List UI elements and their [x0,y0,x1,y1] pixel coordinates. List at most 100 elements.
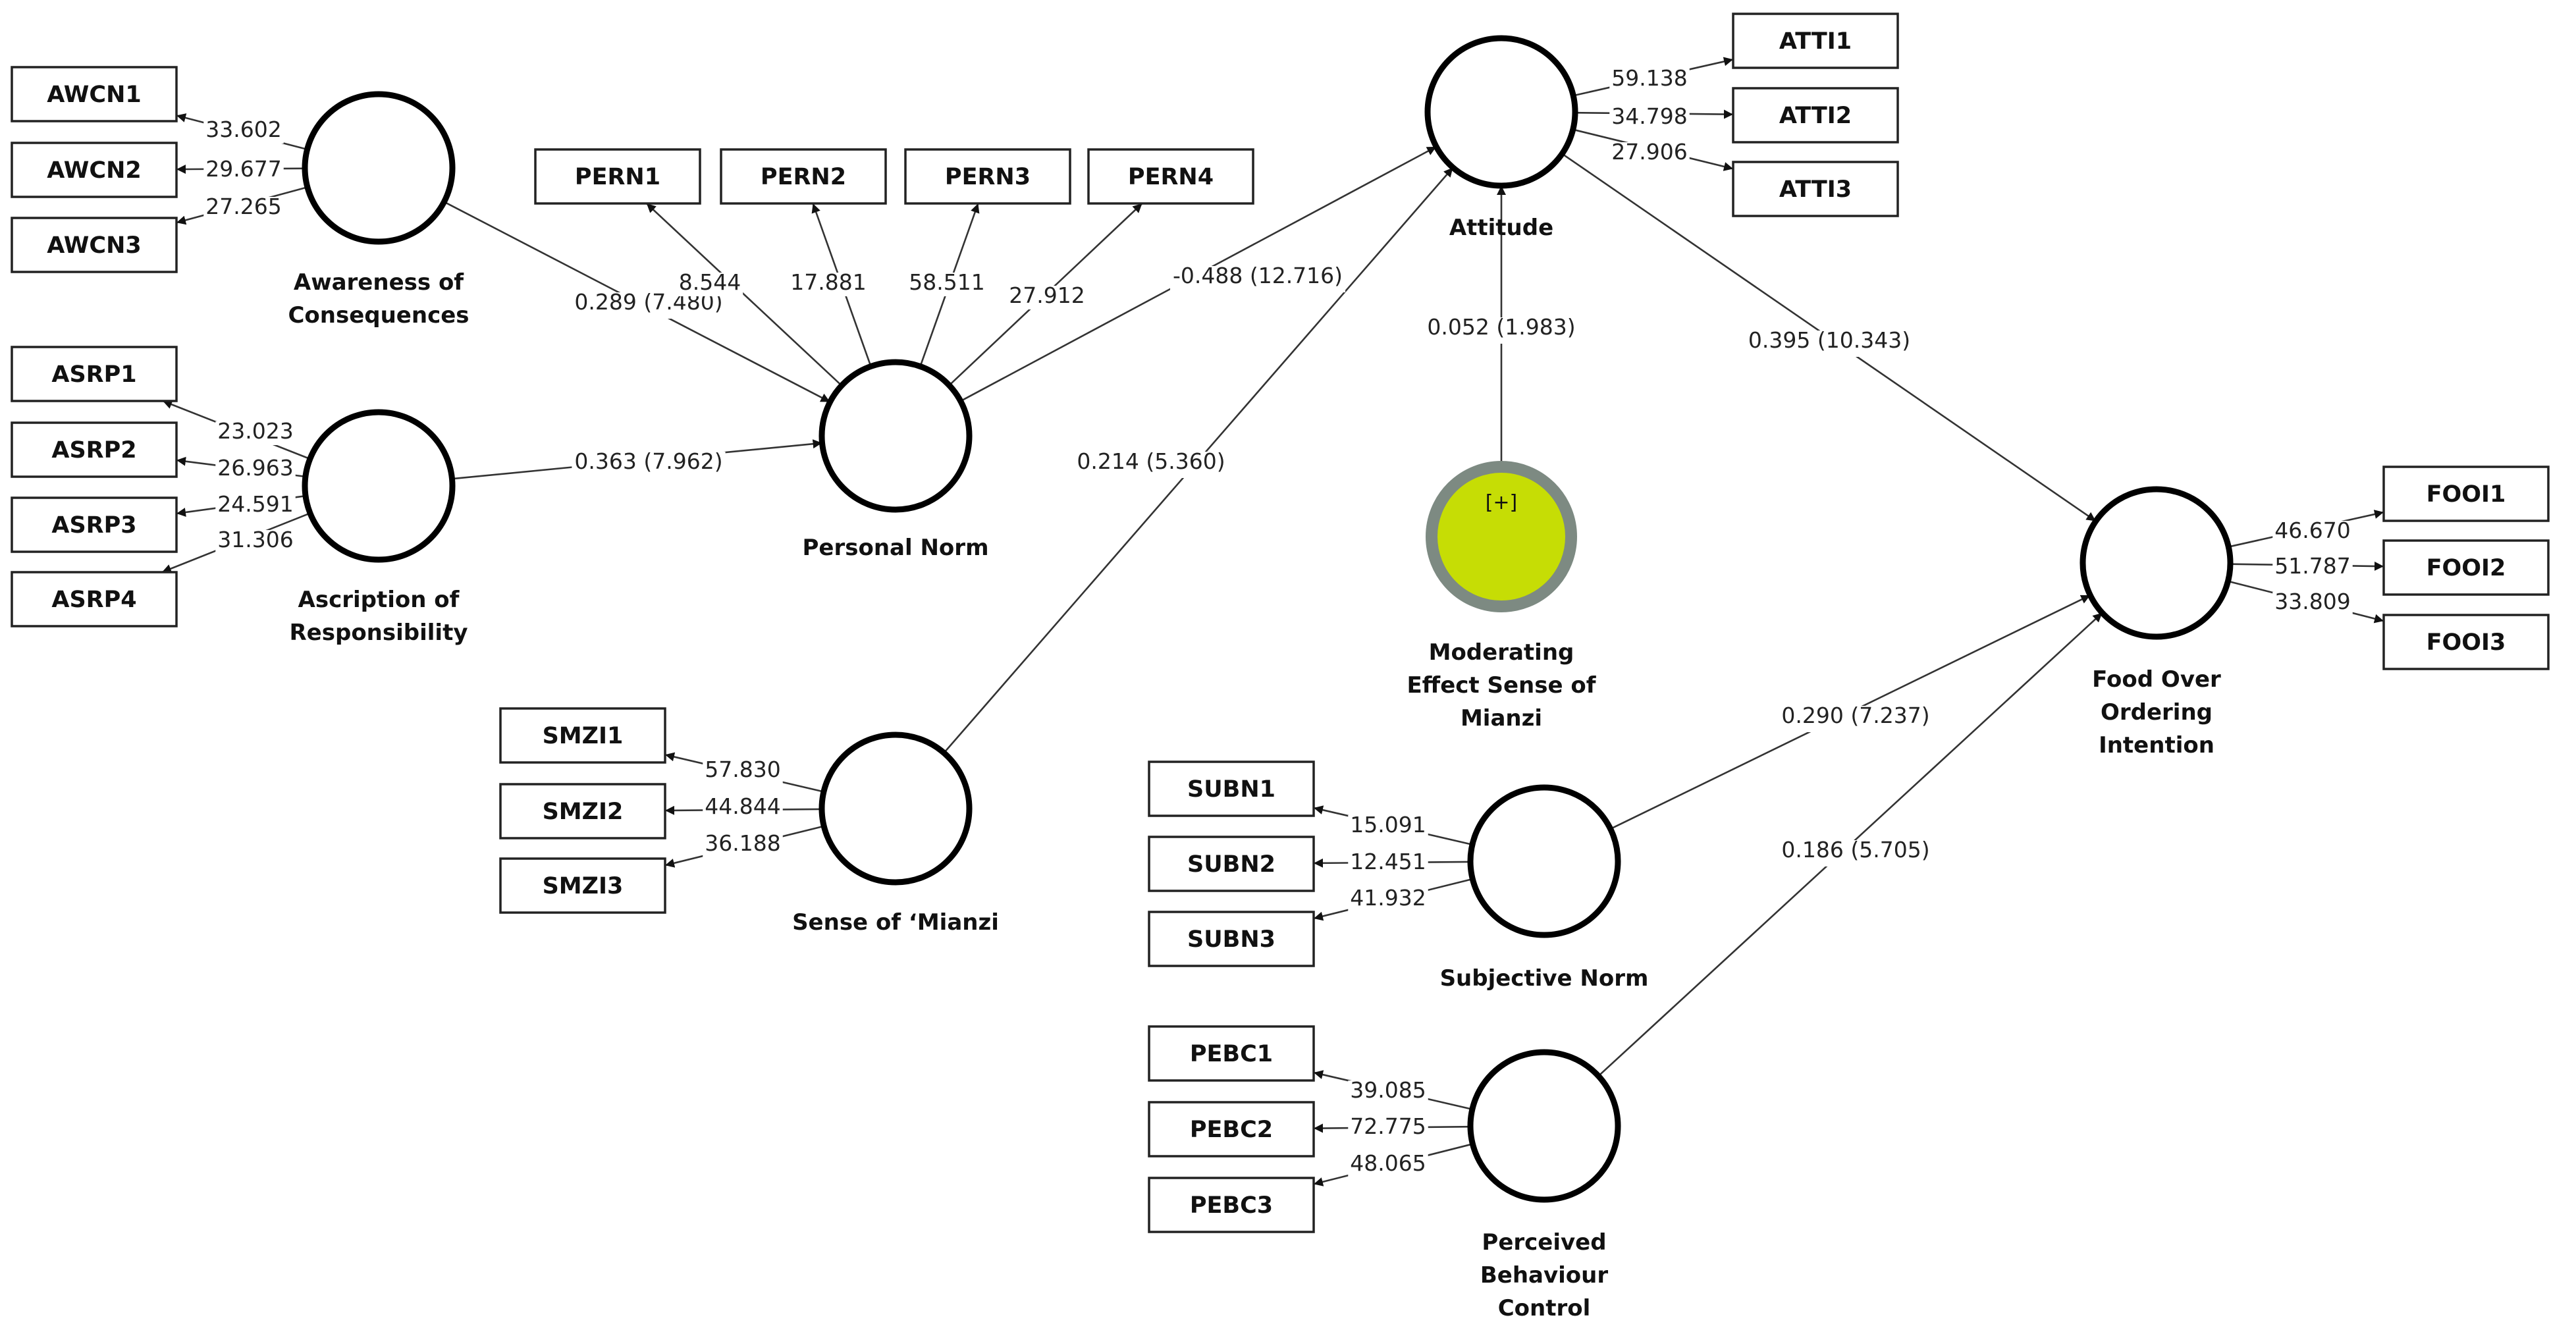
indicator-box-FOOI2[interactable] [2382,539,2550,596]
indicator-label-FOOI3: FOOI3 [2427,629,2506,656]
path-coefficient-label: 0.052 (1.983) [1427,314,1575,340]
indicator-box-FOOI1[interactable] [2382,466,2550,522]
indicator-label-PEBC3: PEBC3 [1190,1192,1273,1219]
latent-node-pebc[interactable] [1467,1049,1621,1203]
loading-label-bg [1348,1154,1428,1177]
loading-value-AWCN1: 33.602 [205,117,281,142]
indicator-box-SMZI3[interactable] [499,857,666,914]
loading-label-bg [703,797,783,820]
loading-value-ASRP4: 31.306 [217,527,293,552]
loading-arrow-PERN1 [646,203,843,386]
indicator-box-PERN1[interactable] [534,148,701,205]
loading-label-bg [215,494,296,518]
indicator-box-SMZI2[interactable] [499,783,666,839]
loading-label-bg [907,273,987,296]
path-coefficient-label: 0.290 (7.237) [1781,703,1929,728]
loading-value-PEBC2: 72.775 [1350,1113,1426,1139]
loading-value-SUBN1: 15.091 [1350,812,1426,838]
indicator-label-PEBC2: PEBC2 [1190,1117,1273,1143]
indicator-box-SUBN2[interactable] [1148,836,1315,892]
loading-label-bg [703,834,783,857]
indicator-box-ATTI3[interactable] [1732,161,1899,217]
latent-node-asrp[interactable] [302,409,456,563]
indicator-box-PERN2[interactable] [720,148,887,205]
indicator-label-SMZI3: SMZI3 [543,873,624,899]
latent-label-pern: Personal Norm [803,535,989,561]
latent-label-mod: Moderating [1429,639,1574,666]
loading-value-SMZI3: 36.188 [705,830,780,856]
loading-value-PERN3: 58.511 [909,269,984,295]
indicator-box-PERN4[interactable] [1087,148,1254,205]
loading-value-SUBN3: 41.932 [1350,885,1426,911]
indicator-box-ASRP4[interactable] [11,571,178,627]
latent-node-subn[interactable] [1467,784,1621,938]
indicator-label-ASRP1: ASRP1 [51,361,136,388]
loading-value-ATTI2: 34.798 [1611,103,1687,129]
indicator-box-AWCN1[interactable] [11,66,178,122]
latent-label-awcn: Consequences [288,302,469,329]
path-label-bg [1779,706,1933,732]
path-label-bg [1424,317,1578,344]
indicator-box-SMZI1[interactable] [499,707,666,764]
indicator-box-SUBN1[interactable] [1148,760,1315,817]
indicator-box-AWCN2[interactable] [11,142,178,198]
indicator-box-PEBC3[interactable] [1148,1177,1315,1233]
latent-node-awcn[interactable] [302,91,456,245]
loading-value-FOOI2: 51.787 [2274,553,2350,579]
indicator-label-FOOI2: FOOI2 [2427,555,2506,581]
latent-node-pern[interactable] [818,359,973,513]
loading-label-bg [1609,142,1690,166]
indicator-label-ATTI1: ATTI1 [1779,28,1852,55]
loading-value-PERN1: 8.544 [679,269,741,295]
loading-value-FOOI1: 46.670 [2274,518,2350,543]
indicator-label-PEBC1: PEBC1 [1190,1041,1273,1067]
latent-label-pebc: Perceived [1482,1229,1606,1256]
loading-label-bg [1348,815,1428,839]
indicator-label-SMZI2: SMZI2 [543,799,624,825]
indicator-box-PEBC2[interactable] [1148,1101,1315,1158]
loading-label-bg [203,159,284,183]
latent-label-subn: Subjective Norm [1440,965,1649,992]
indicator-box-ASRP3[interactable] [11,496,178,553]
loading-label-bg [1348,1117,1428,1140]
indicator-box-PEBC1[interactable] [1148,1025,1315,1082]
latent-node-mod[interactable] [1426,461,1577,612]
indicator-box-FOOI3[interactable] [2382,614,2550,670]
loading-value-SMZI1: 57.830 [705,757,780,782]
latent-node-smzi[interactable] [818,732,973,886]
indicator-box-ATTI1[interactable] [1732,13,1899,69]
indicator-box-ASRP2[interactable] [11,421,178,478]
path-coefficient-label: -0.488 (12.716) [1173,263,1343,288]
loading-label-bg [215,530,296,554]
indicator-box-ASRP1[interactable] [11,346,178,402]
indicator-label-ASRP4: ASRP4 [51,587,136,613]
indicator-box-ATTI2[interactable] [1732,87,1899,144]
indicator-box-SUBN3[interactable] [1148,911,1315,967]
loading-label-bg [1348,852,1428,876]
indicator-label-PERN3: PERN3 [945,164,1031,190]
loading-value-FOOI3: 33.809 [2274,589,2350,614]
indicator-box-AWCN3[interactable] [11,217,178,273]
loading-label-bg [2272,556,2353,580]
indicator-label-PERN1: PERN1 [575,164,660,190]
indicator-label-ASRP2: ASRP2 [51,437,136,464]
loading-value-ASRP1: 23.023 [217,418,293,444]
indicator-box-PERN3[interactable] [904,148,1071,205]
indicator-label-PERN4: PERN4 [1128,164,1214,190]
loading-value-SMZI2: 44.844 [705,793,780,819]
latent-label-asrp: Ascription of [298,587,460,613]
loading-value-ASRP2: 26.963 [217,455,293,481]
loading-label-bg [203,197,284,221]
loading-value-PEBC1: 39.085 [1350,1077,1426,1103]
indicator-label-PERN2: PERN2 [761,164,846,190]
expand-toggle-icon[interactable]: [+] [1486,491,1518,514]
latent-node-fooi[interactable] [2080,486,2234,640]
indicator-label-ATTI3: ATTI3 [1779,176,1852,203]
latent-node-atti[interactable] [1424,35,1578,189]
loading-label-bg [1609,107,1690,130]
latent-label-fooi: Ordering [2101,699,2213,726]
indicator-label-AWCN3: AWCN3 [47,232,141,259]
loading-label-bg [788,273,869,296]
